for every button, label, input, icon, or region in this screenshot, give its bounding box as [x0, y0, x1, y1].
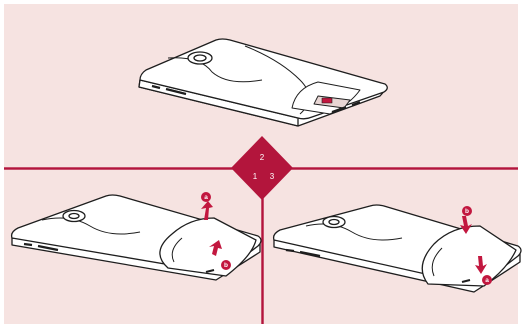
step-number-1: 1	[253, 172, 258, 181]
marker-a-left: a	[201, 192, 211, 202]
marker-b-right: b	[462, 206, 472, 216]
step-number-3: 3	[270, 172, 275, 181]
marker-a-left-label: a	[204, 194, 208, 201]
marker-b-left: b	[221, 260, 231, 270]
marker-b-left-label: b	[224, 262, 228, 269]
marker-b-right-label: b	[465, 208, 469, 215]
marker-a-right-label: a	[485, 277, 489, 284]
step-number-2: 2	[260, 153, 265, 162]
marker-a-right: a	[482, 275, 492, 285]
